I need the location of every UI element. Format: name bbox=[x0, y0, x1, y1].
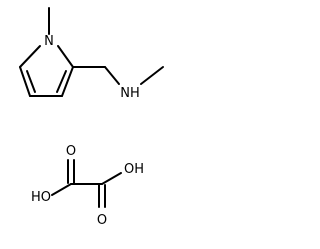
bond-c2-oh bbox=[101, 172, 122, 185]
amine-molecule: N NH bbox=[19, 7, 164, 101]
bond-c2-c3-double-outer bbox=[61, 66, 74, 97]
atom-label-n1: N bbox=[44, 34, 54, 49]
atom-label-nh: NH bbox=[120, 86, 140, 101]
bond-c2-c3-double-inner bbox=[56, 70, 67, 93]
bond-c4-c5-double-outer bbox=[19, 66, 31, 97]
bond-nh-methyl bbox=[140, 66, 164, 85]
atom-label-o-right-double: O bbox=[97, 213, 107, 228]
oxalic-acid-molecule: O O HO OH bbox=[31, 144, 144, 228]
atom-label-oh-right: OH bbox=[124, 162, 144, 177]
bond-ch2-nh bbox=[104, 66, 120, 85]
atom-label-o-left-double: O bbox=[66, 144, 76, 159]
bond-c1-ho bbox=[51, 183, 72, 196]
bond-c4-c5-double-inner bbox=[26, 70, 36, 93]
atom-label-ho-left: HO bbox=[31, 190, 51, 205]
bond-c5-n1 bbox=[19, 45, 41, 68]
bond-n1-c2 bbox=[57, 45, 74, 68]
chemical-structure-figure: N NH O O HO OH bbox=[19, 7, 164, 228]
